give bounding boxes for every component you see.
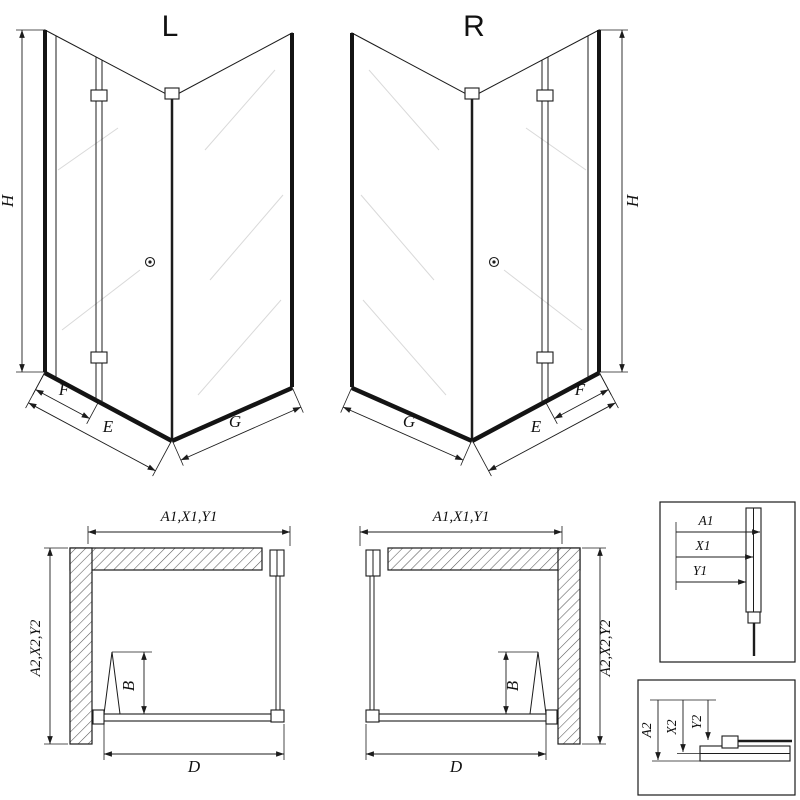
dim-label-f: F [58, 380, 70, 399]
side-panel-plan [275, 575, 281, 711]
dim-label-h: H [0, 193, 17, 208]
fixed-side-panel [171, 32, 293, 441]
side-panel-plan [369, 575, 375, 711]
door-handle-dot [148, 260, 152, 264]
door-pivot-hardware [92, 709, 105, 725]
dim-label-a1: A1 [698, 513, 714, 528]
wall-top [387, 547, 581, 571]
dim-x1-detail: X1 [676, 538, 754, 560]
detail-box-depth-profile: A2 X2 Y2 [637, 679, 796, 796]
hinge-bottom [90, 351, 108, 364]
door-handle-dot [492, 260, 496, 264]
corner-fitting-plan [365, 709, 380, 723]
corner-fitting [164, 87, 180, 100]
dim-label-d: D [187, 757, 201, 776]
hinge-bottom [536, 351, 554, 364]
dim-x2-detail: X2 [664, 700, 686, 753]
dim-g-right: G [340, 386, 473, 466]
door-folded-open [103, 651, 121, 715]
dim-label-y2: Y2 [689, 715, 704, 730]
dim-label-a2: A2 [639, 722, 654, 738]
corner-fitting [464, 87, 480, 100]
dim-label-f: F [574, 380, 586, 399]
dim-y1-detail: Y1 [676, 563, 747, 585]
dim-label-d: D [449, 757, 463, 776]
detail-box-width-profile: A1 X1 Y1 [659, 501, 796, 663]
variant-label-right: R [463, 10, 485, 43]
glass-shine-lines [57, 69, 284, 396]
glass-clamp [721, 735, 739, 749]
plan-view-left: B A1,X1,Y1 A2,X2,Y2 D [28, 509, 291, 776]
dim-d-right: D [365, 724, 547, 776]
dim-label-a2x2y2: A2,X2,Y2 [598, 619, 614, 677]
glass-shine-lines [360, 69, 587, 396]
dim-a1-left: A1,X1,Y1 [87, 509, 291, 546]
dim-label-a1x1y1: A1,X1,Y1 [160, 509, 218, 525]
dim-y2-detail: Y2 [689, 700, 711, 741]
dim-b-left: B [112, 651, 152, 715]
dim-label-a1x1y1: A1,X1,Y1 [432, 509, 490, 525]
dim-g-left: G [171, 386, 304, 466]
variant-label-left: L [162, 10, 179, 43]
dim-label-h: H [623, 193, 642, 208]
dim-label-g: G [229, 412, 241, 431]
fixed-side-panel [351, 32, 473, 441]
corner-fitting-plan [270, 709, 285, 723]
dim-d-left: D [103, 724, 285, 776]
detail-frame [637, 679, 796, 796]
dim-label-e: E [102, 417, 114, 436]
iso-view-left: H F E G L [0, 10, 304, 477]
wall-left [69, 547, 93, 745]
dim-a2-right: A2,X2,Y2 [582, 547, 614, 745]
dim-label-a2x2y2: A2,X2,Y2 [28, 619, 44, 677]
wall-right [557, 547, 581, 745]
door-pivot-hardware [545, 709, 558, 725]
door-closed-plan [95, 713, 272, 722]
dim-b-right: B [498, 651, 538, 715]
plan-view-right: B A1,X1,Y1 A2,X2,Y2 D [359, 509, 614, 776]
dim-a2-left: A2,X2,Y2 [28, 547, 68, 745]
dim-a1-detail: A1 [676, 513, 761, 535]
dim-label-e: E [530, 417, 542, 436]
dim-label-g: G [403, 412, 415, 431]
hinge-top [90, 89, 108, 102]
hinge-top [536, 89, 554, 102]
bifold-door-panel [471, 29, 600, 441]
dim-label-y1: Y1 [693, 563, 707, 578]
glass-clamp [747, 611, 761, 624]
dim-label-x2: X2 [664, 719, 679, 735]
dim-label-b: B [119, 680, 138, 691]
dim-h-right: H [599, 29, 642, 373]
dim-a1-right: A1,X1,Y1 [359, 509, 563, 546]
dim-label-b: B [503, 680, 522, 691]
bifold-door-panel [44, 29, 173, 441]
dim-label-x1: X1 [695, 538, 711, 553]
dim-e-right: E [471, 371, 619, 477]
door-closed-plan [378, 713, 555, 722]
dim-a2-detail: A2 [639, 700, 661, 761]
dim-e-left: E [25, 371, 173, 477]
iso-view-right: H G F E R [340, 10, 642, 477]
dim-h-left: H [0, 29, 45, 373]
wall-top [69, 547, 263, 571]
door-folded-open [529, 651, 547, 715]
